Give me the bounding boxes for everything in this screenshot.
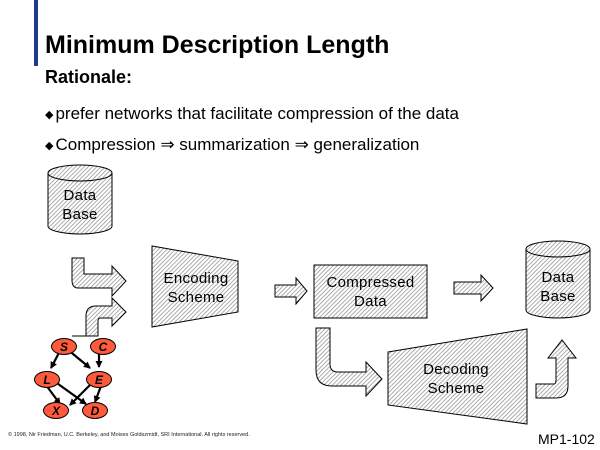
node-x-label: X bbox=[51, 403, 60, 418]
slide-number: MP1-102 bbox=[538, 431, 595, 447]
node-c: C bbox=[90, 338, 116, 355]
encoding-scheme-box bbox=[151, 245, 239, 328]
node-x: X bbox=[43, 402, 69, 419]
encoding-scheme-label: Encoding Scheme bbox=[163, 270, 229, 306]
bullet-2: ◆ Compression ⇒ summarization ⇒ generali… bbox=[45, 135, 419, 155]
curved-arrow-compressed-to-decoder bbox=[315, 327, 383, 398]
node-l-label: L bbox=[43, 372, 51, 387]
slide-title: Minimum Description Length bbox=[45, 31, 390, 59]
decoding-scheme-box bbox=[387, 328, 528, 425]
rationale-heading: Rationale: bbox=[45, 67, 133, 87]
copyright-footer: © 1998, Nir Friedman, U.C. Berkeley, and… bbox=[8, 432, 250, 438]
database-right-label: Data Base bbox=[540, 269, 576, 305]
decoding-scheme-label: Decoding Scheme bbox=[423, 361, 489, 397]
node-d: D bbox=[82, 402, 108, 419]
bullet-1: ◆ prefer networks that facilitate compre… bbox=[45, 104, 459, 124]
node-e: E bbox=[86, 371, 112, 388]
node-s-label: S bbox=[59, 339, 68, 354]
database-left-label: Data Base bbox=[62, 187, 98, 223]
node-e-label: E bbox=[94, 372, 103, 387]
database-cylinder-left bbox=[47, 164, 113, 235]
node-c-label: C bbox=[98, 339, 108, 354]
curved-arrow-network-to-encoder bbox=[72, 296, 127, 337]
diamond-bullet-icon: ◆ bbox=[45, 140, 54, 152]
node-s: S bbox=[51, 338, 77, 355]
bullet-1-text: prefer networks that facilitate compress… bbox=[55, 104, 459, 123]
compressed-data-label: Compressed Data bbox=[326, 274, 415, 310]
arrow-encoder-to-compressed bbox=[274, 276, 308, 306]
curved-arrow-db-to-encoder bbox=[71, 257, 127, 298]
compressed-data-box bbox=[313, 264, 428, 319]
node-l: L bbox=[34, 371, 60, 388]
node-d-label: D bbox=[90, 403, 100, 418]
arrow-compressed-to-database bbox=[453, 273, 494, 303]
accent-bar bbox=[34, 0, 38, 66]
curved-arrow-decoder-to-database bbox=[535, 339, 578, 399]
diamond-bullet-icon: ◆ bbox=[45, 109, 54, 121]
database-cylinder-right bbox=[525, 240, 591, 319]
bullet-2-text: Compression ⇒ summarization ⇒ generaliza… bbox=[55, 135, 420, 154]
